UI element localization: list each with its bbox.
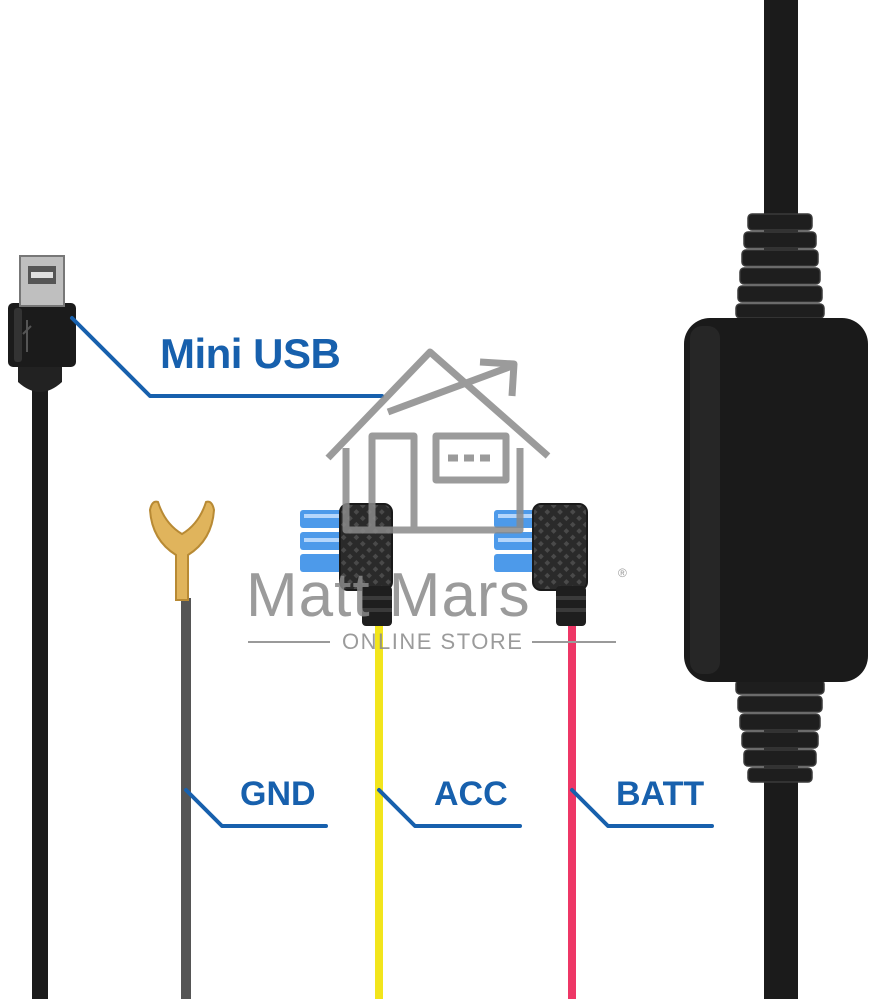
acc-label: ACC bbox=[434, 775, 508, 813]
mini-usb-leader-line bbox=[70, 316, 384, 398]
mini-usb-cable bbox=[8, 255, 76, 999]
watermark-subtitle: ONLINE STORE bbox=[342, 629, 524, 654]
acc-leader-line bbox=[377, 788, 522, 828]
watermark-house-icon bbox=[325, 348, 551, 534]
inverter-box bbox=[684, 318, 868, 682]
batt-fuse-tap-icon bbox=[494, 503, 588, 626]
batt-wire bbox=[494, 503, 588, 999]
acc-wire bbox=[300, 503, 393, 999]
acc-fuse-tap-icon bbox=[300, 503, 393, 626]
batt-label: BATT bbox=[616, 775, 705, 813]
gnd-leader-line bbox=[184, 788, 328, 828]
batt-leader-line bbox=[570, 788, 714, 828]
mini-usb-label: Mini USB bbox=[160, 330, 341, 377]
watermark-brand-name: Matt Mars bbox=[246, 561, 531, 630]
fork-terminal-icon bbox=[148, 500, 216, 601]
gnd-wire bbox=[148, 500, 216, 999]
gnd-label: GND bbox=[240, 775, 316, 813]
watermark-registered-mark: ® bbox=[618, 566, 627, 580]
inverter-cable bbox=[684, 0, 868, 999]
